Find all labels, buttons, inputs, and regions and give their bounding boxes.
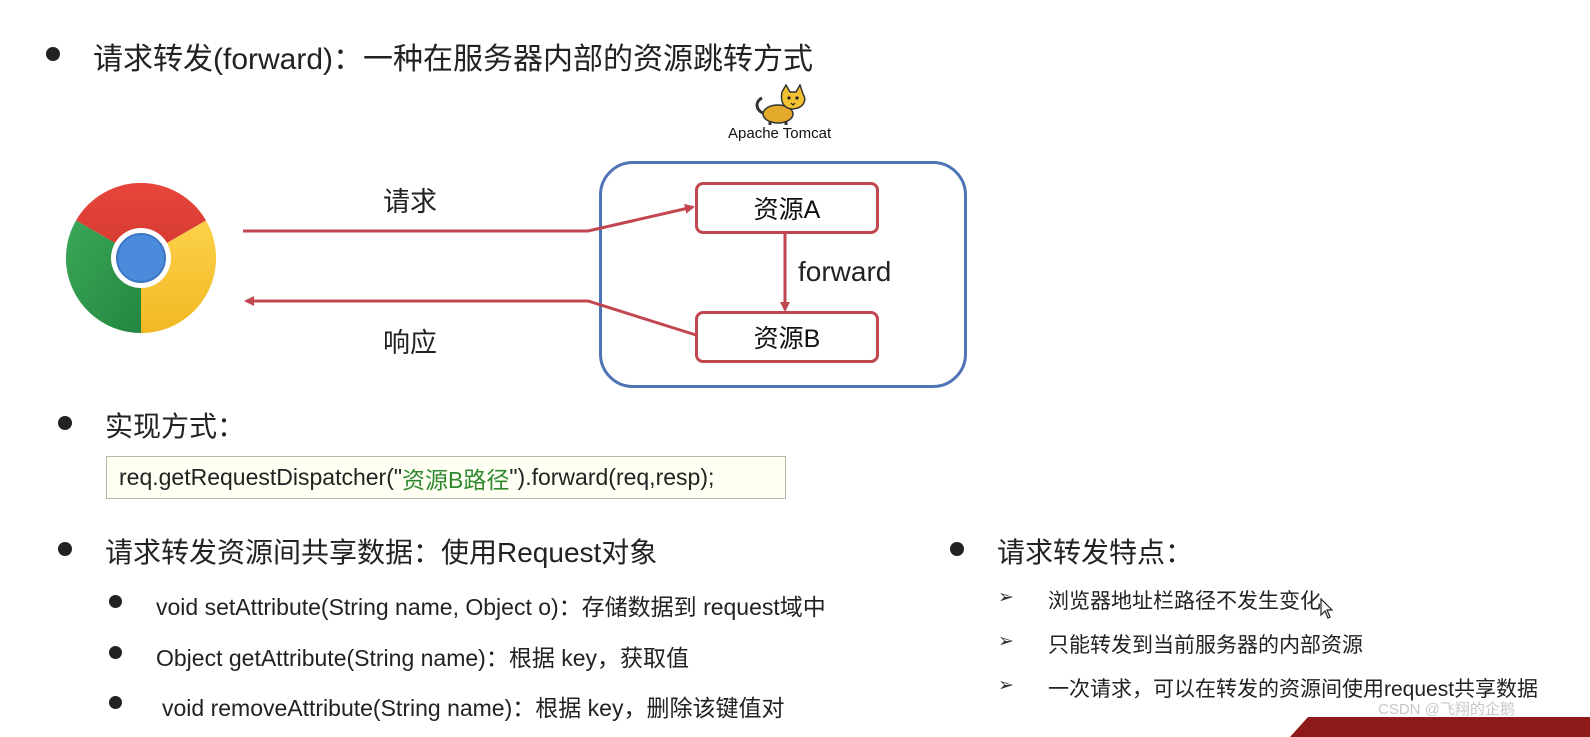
sharing-item-bullet <box>109 646 122 659</box>
request-arrow <box>243 203 695 233</box>
impl-heading: 实现方式： <box>105 411 246 442</box>
sharing-item-bullet <box>109 595 122 608</box>
tomcat-label: Apache Tomcat <box>728 125 832 142</box>
corner-banner <box>1290 717 1590 737</box>
response-arrow <box>244 296 697 337</box>
request-label: 请求 <box>383 187 437 217</box>
features-heading: 请求转发特点： <box>997 537 1194 568</box>
watermark: CSDN @飞翔的企鹅 <box>1378 701 1515 718</box>
heading-bullet <box>46 47 60 61</box>
sharing-bullet <box>58 542 72 556</box>
sharing-item-bullet <box>109 696 122 709</box>
resource-a-box: 资源A <box>695 182 879 234</box>
server-container <box>599 161 967 388</box>
feature-item: 浏览器地址栏路径不发生变化 <box>1048 590 1321 613</box>
feature-marker-icon: ➢ <box>998 675 1014 696</box>
resource-b-label: 资源B <box>753 325 821 353</box>
resource-b-box: 资源B <box>695 311 879 363</box>
mouse-cursor-icon <box>1320 597 1334 625</box>
code-prefix: req.getRequestDispatcher(" <box>119 464 403 490</box>
flow-arrows <box>243 203 790 337</box>
sharing-item: Object getAttribute(String name)：根据 key，… <box>156 645 689 671</box>
tomcat-icon <box>752 83 812 126</box>
feature-item: 只能转发到当前服务器的内部资源 <box>1048 634 1363 657</box>
resource-a-label: 资源A <box>753 196 821 224</box>
response-label: 响应 <box>383 328 437 358</box>
impl-bullet <box>58 416 72 430</box>
sharing-heading: 请求转发资源间共享数据：使用Request对象 <box>105 537 658 568</box>
feature-item: 一次请求，可以在转发的资源间使用request共享数据 <box>1048 678 1539 701</box>
features-bullet <box>950 542 964 556</box>
code-snippet: req.getRequestDispatcher("资源B路径").forwar… <box>106 456 786 499</box>
sharing-item: void setAttribute(String name, Object o)… <box>156 594 826 620</box>
code-suffix: ").forward(req,resp); <box>509 464 715 490</box>
feature-marker-icon: ➢ <box>998 587 1014 608</box>
chrome-icon <box>65 182 217 333</box>
code-string: 资源B路径 <box>402 466 510 493</box>
page-title: 请求转发(forward)：一种在服务器内部的资源跳转方式 <box>93 43 814 76</box>
feature-marker-icon: ➢ <box>998 631 1014 652</box>
sharing-item: void removeAttribute(String name)：根据 key… <box>162 695 785 721</box>
forward-label: forward <box>798 256 892 287</box>
